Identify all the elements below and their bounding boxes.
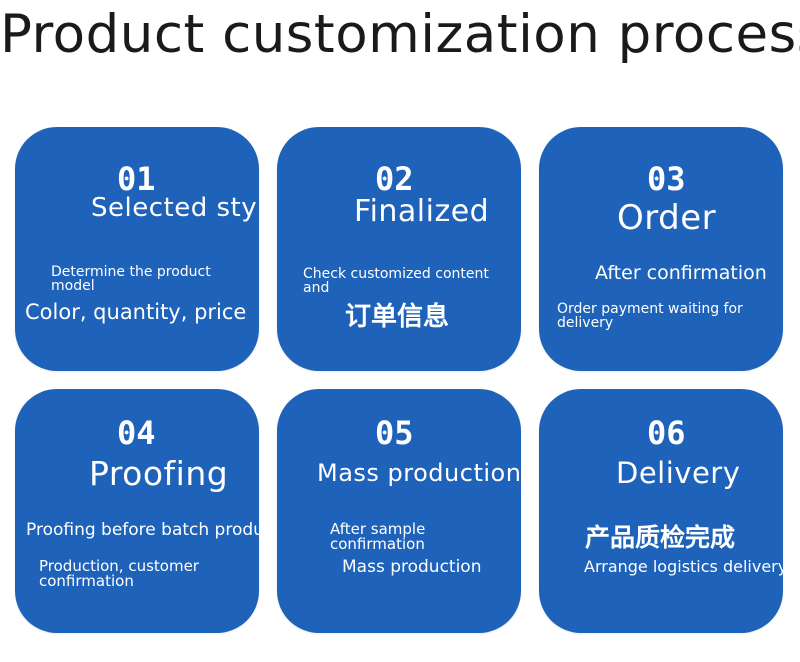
- page-title: Product customization process: [0, 4, 800, 65]
- step-detail: Mass production: [342, 557, 482, 577]
- step-card-04: 04 Proofing Proofing before batch produc…: [15, 389, 259, 633]
- step-heading: Proofing: [89, 454, 229, 493]
- step-heading: Selected style: [91, 193, 259, 223]
- step-description: After confirmation: [595, 262, 767, 284]
- step-number: 04: [117, 414, 156, 452]
- step-heading: Delivery: [616, 456, 741, 490]
- step-number: 02: [375, 160, 414, 198]
- step-card-06: 06 Delivery 产品质检完成 Arrange logistics del…: [539, 389, 783, 633]
- step-description: Check customized content and: [303, 266, 489, 296]
- step-description: After sample confirmation: [330, 520, 426, 553]
- step-detail: Production, customer confirmation: [39, 557, 199, 590]
- step-heading: Order: [617, 198, 717, 238]
- step-card-01: 01 Selected style Determine the product …: [15, 127, 259, 371]
- step-heading: Finalized: [354, 194, 490, 229]
- step-description: Determine the product model: [51, 264, 211, 294]
- step-description: Proofing before batch production: [26, 520, 259, 540]
- step-card-03: 03 Order After confirmation Order paymen…: [539, 127, 783, 371]
- step-detail: 订单信息: [345, 302, 450, 332]
- step-number: 05: [375, 414, 414, 452]
- step-detail: Arrange logistics delivery: [584, 557, 783, 576]
- step-heading: Mass production: [317, 459, 521, 487]
- step-number: 06: [647, 414, 686, 452]
- step-card-02: 02 Finalized Check customized content an…: [277, 127, 521, 371]
- step-detail: Color, quantity, price: [25, 300, 247, 324]
- step-number: 03: [647, 160, 686, 198]
- step-card-05: 05 Mass production After sample confirma…: [277, 389, 521, 633]
- step-description: 产品质检完成: [585, 523, 736, 552]
- step-detail: Order payment waiting for delivery: [557, 301, 743, 331]
- step-number: 01: [117, 160, 156, 198]
